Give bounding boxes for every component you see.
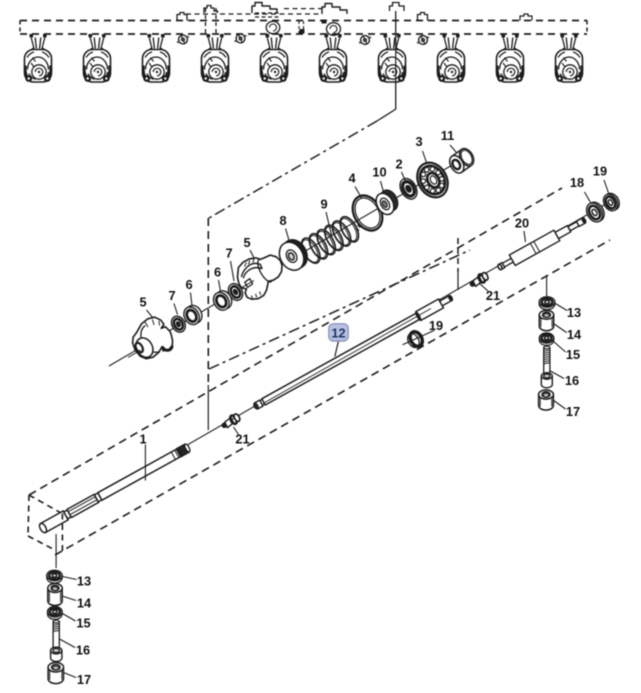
svg-text:9: 9 — [320, 197, 327, 212]
svg-text:6: 6 — [214, 265, 221, 280]
svg-text:2: 2 — [395, 157, 402, 172]
svg-text:21: 21 — [235, 432, 249, 447]
svg-text:13: 13 — [567, 305, 581, 320]
svg-text:11: 11 — [441, 128, 455, 143]
svg-text:8: 8 — [279, 213, 286, 228]
svg-text:17: 17 — [566, 404, 580, 419]
svg-text:16: 16 — [76, 643, 90, 658]
svg-text:13: 13 — [77, 574, 91, 589]
svg-text:5: 5 — [243, 235, 250, 250]
svg-text:4: 4 — [348, 171, 356, 186]
svg-text:3: 3 — [415, 134, 422, 149]
svg-text:15: 15 — [76, 616, 90, 631]
svg-text:18: 18 — [570, 175, 584, 190]
svg-text:14: 14 — [567, 327, 582, 342]
svg-text:19: 19 — [429, 318, 443, 333]
svg-text:10: 10 — [372, 165, 386, 180]
svg-text:7: 7 — [168, 288, 175, 303]
svg-text:14: 14 — [77, 596, 92, 611]
svg-text:19: 19 — [593, 164, 607, 179]
svg-text:15: 15 — [566, 347, 580, 362]
svg-text:5: 5 — [139, 295, 146, 310]
svg-text:21: 21 — [486, 288, 500, 303]
svg-text:12: 12 — [331, 326, 345, 341]
svg-text:17: 17 — [77, 672, 91, 687]
svg-text:1: 1 — [139, 432, 146, 447]
svg-text:16: 16 — [565, 373, 579, 388]
svg-text:20: 20 — [515, 216, 529, 231]
svg-text:6: 6 — [185, 277, 192, 292]
svg-text:7: 7 — [225, 246, 232, 261]
